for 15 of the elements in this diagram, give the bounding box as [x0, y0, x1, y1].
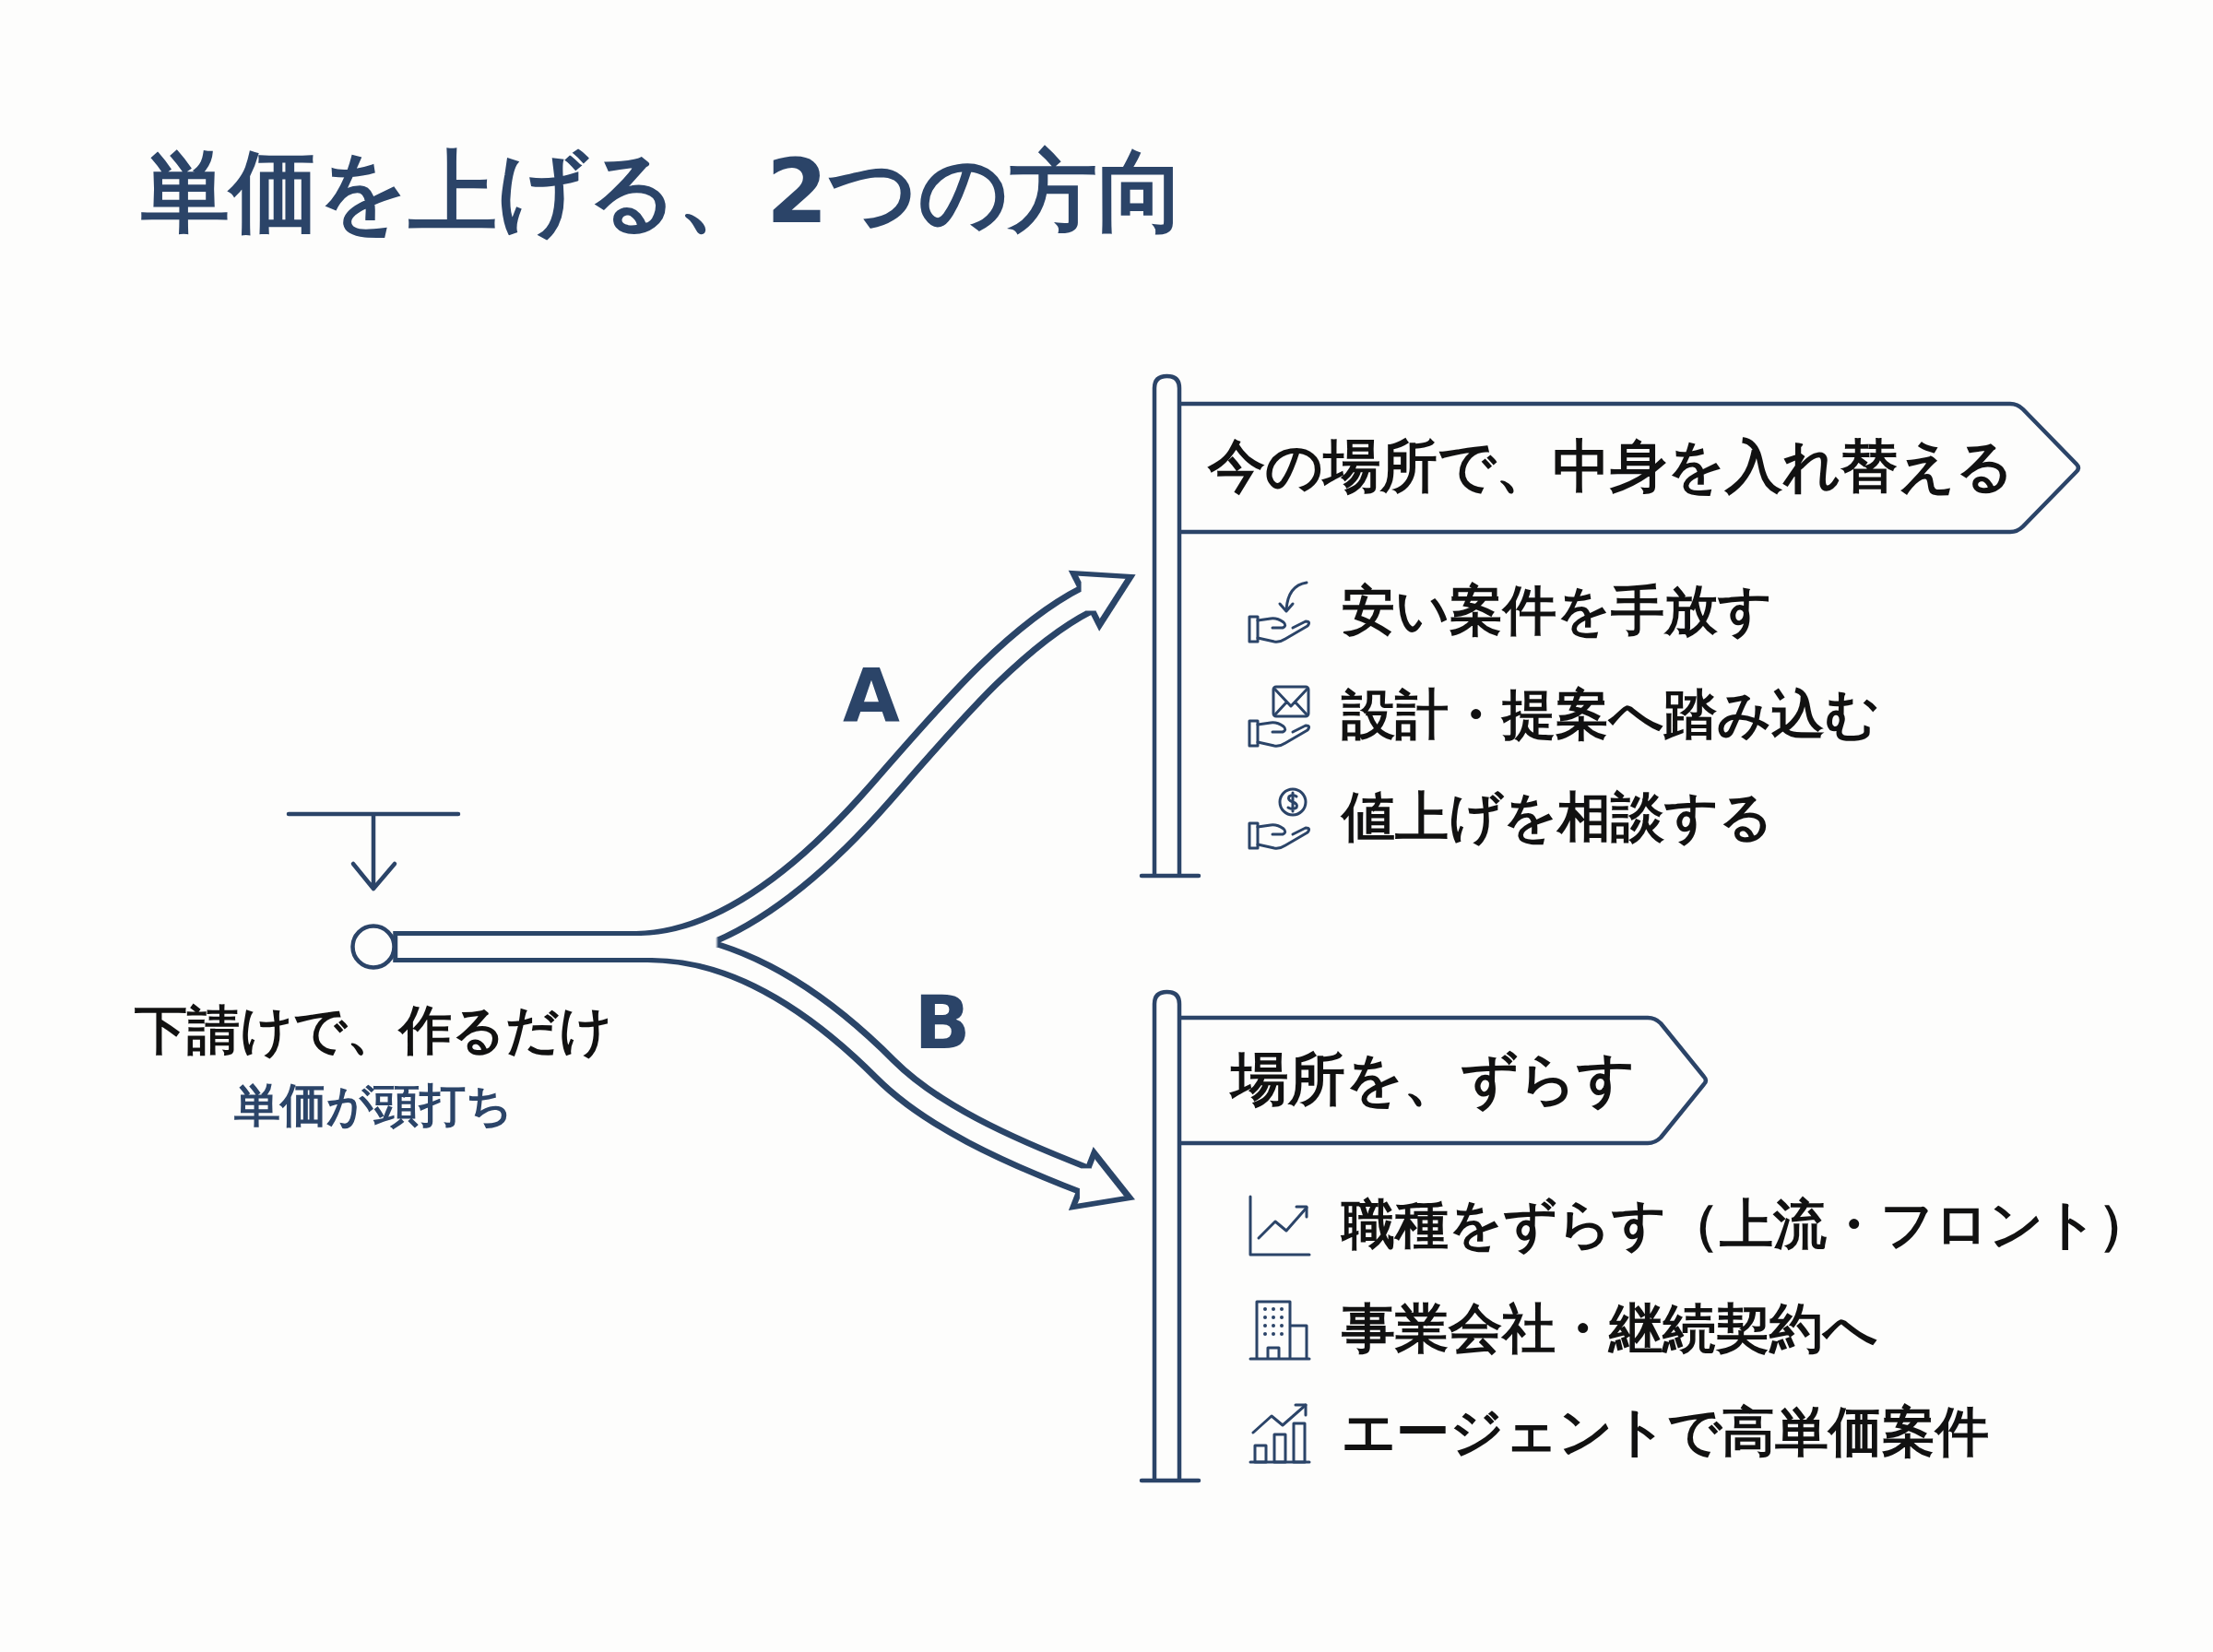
- list-item: エージェントで高単価案件: [1342, 1400, 1989, 1465]
- start-circle: [350, 924, 396, 970]
- list-item: 職種をずらす（上流・フロント）: [1342, 1193, 2151, 1257]
- node-subcaption: 単価が頭打ち: [234, 1078, 513, 1133]
- list-item: 設計・提案へ踏み込む: [1342, 683, 1879, 748]
- list-item: 安い案件を手放す: [1342, 579, 1772, 643]
- arrow: [393, 931, 1135, 1210]
- edge-label: B: [914, 979, 971, 1068]
- edge-label: A: [843, 653, 900, 742]
- list-item: 事業会社・継続契約へ: [1342, 1297, 1877, 1362]
- sign-heading: 場所を、ずらす: [1231, 1044, 1635, 1114]
- sign-heading: 今の場所で、中身を入れ替える: [1208, 432, 2014, 502]
- title: 単価を上げる、2つの方向: [141, 139, 1186, 246]
- list-item: 値上げを相談する: [1342, 785, 1773, 850]
- node-caption: 下請けで、作るだけ: [135, 997, 612, 1062]
